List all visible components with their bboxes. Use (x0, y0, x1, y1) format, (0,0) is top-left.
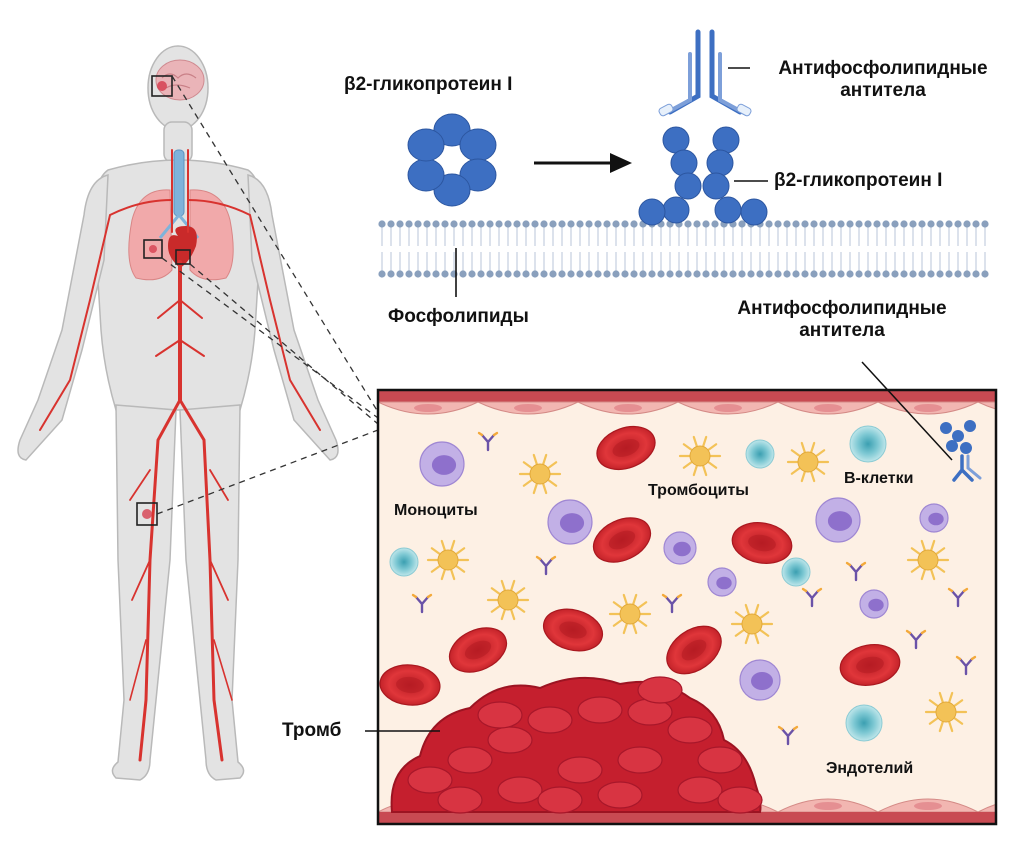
right-lung (189, 189, 234, 281)
brain-marker (151, 75, 173, 97)
human-body (17, 45, 339, 781)
label-beta2-glycoprotein-left: β2-гликопротеин I (344, 74, 513, 95)
label-b-cells: В-клетки (844, 470, 914, 487)
label-antibodies-top-line2: антитела (840, 79, 926, 101)
heart-marker (175, 249, 191, 265)
beta2-glycoprotein-bound (638, 126, 768, 226)
label-thrombus: Тромб (282, 720, 342, 741)
brain (155, 59, 205, 101)
membrane-panel (378, 29, 989, 297)
conformation-arrow (534, 153, 632, 173)
endothelium-top (378, 401, 996, 415)
zoom-lines (156, 75, 379, 515)
label-antibodies-mid-line2: антитела (799, 319, 885, 341)
label-monocytes: Моноциты (394, 502, 478, 519)
left-arm (17, 174, 109, 461)
beta2-glycoprotein-ring (407, 113, 497, 207)
label-endothelium: Эндотелий (826, 760, 914, 777)
lung-marker (143, 239, 163, 259)
trachea (173, 149, 185, 217)
blood-cells (379, 425, 977, 746)
antiphospholipid-antibody-cell (940, 420, 982, 482)
label-platelets: Тромбоциты (648, 482, 749, 499)
label-beta2-glycoprotein-right: β2-гликопротеин I (774, 170, 943, 191)
label-antibodies-mid-line1: Антифосфолипидные (737, 298, 947, 319)
arteries (39, 149, 321, 762)
label-antibodies-top: Антифосфолипидные антитела (758, 58, 1008, 102)
right-arm (247, 174, 339, 461)
label-antibodies-top-line1: Антифосфолипидные (778, 58, 988, 79)
label-antibodies-mid: Антифосфолипидные антитела (712, 298, 972, 342)
thrombus (390, 676, 763, 814)
antiphospholipid-antibody-top (658, 29, 752, 117)
blood-vessel-panel (365, 361, 998, 826)
left-leg (111, 404, 177, 781)
label-phospholipids: Фосфолипиды (388, 306, 529, 327)
phospholipid-bilayer (378, 220, 989, 278)
